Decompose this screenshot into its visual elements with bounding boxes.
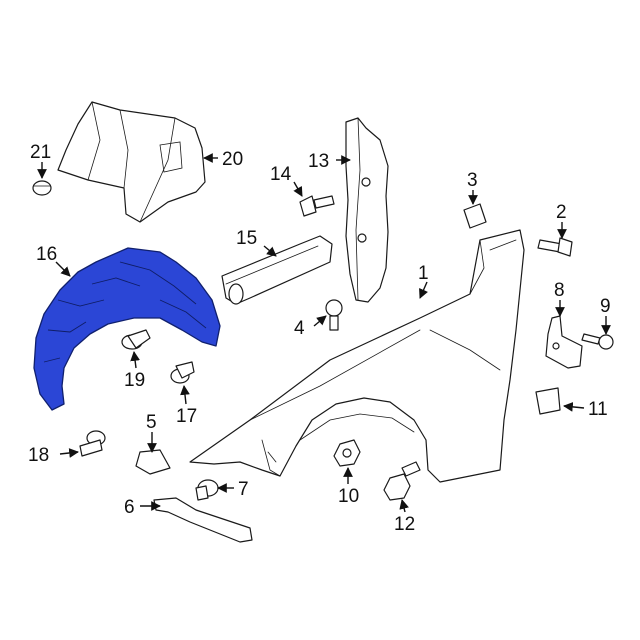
callout-20: 20 xyxy=(222,149,243,170)
part-9-screw xyxy=(581,333,614,350)
part-18-clip xyxy=(79,430,106,457)
callout-17: 17 xyxy=(176,406,197,427)
part-16-fender-liner-highlighted xyxy=(33,247,221,411)
callout-labels: 1 2 3 4 5 6 7 8 9 10 11 12 13 14 15 16 1… xyxy=(28,142,611,535)
callout-2: 2 xyxy=(556,202,567,223)
callout-1: 1 xyxy=(418,263,429,284)
part-6-bracket xyxy=(153,497,253,543)
part-12-bolt xyxy=(383,461,421,501)
leader-1 xyxy=(419,281,429,299)
part-19-clip xyxy=(121,329,151,350)
callout-7: 7 xyxy=(238,479,249,500)
callout-13: 13 xyxy=(308,151,329,172)
callout-3: 3 xyxy=(467,170,478,191)
callout-21: 21 xyxy=(30,142,51,163)
part-4-screw xyxy=(325,299,343,331)
callout-12: 12 xyxy=(394,514,415,535)
part-8-bracket xyxy=(545,315,583,369)
leader-14 xyxy=(293,181,303,197)
part-3-stop xyxy=(463,203,487,229)
leader-15 xyxy=(263,245,277,257)
leader-11 xyxy=(563,402,585,412)
part-14-bolt xyxy=(299,195,335,217)
callout-14: 14 xyxy=(270,164,292,185)
part-15-trim xyxy=(221,235,333,305)
leader-17 xyxy=(180,385,190,405)
leader-19 xyxy=(130,351,140,369)
callout-4: 4 xyxy=(294,318,305,339)
part-10-nut xyxy=(333,439,361,467)
part-2-bolt xyxy=(537,237,573,257)
callout-18: 18 xyxy=(28,445,49,466)
callout-11: 11 xyxy=(588,399,608,420)
callout-15: 15 xyxy=(236,228,257,249)
leader-12 xyxy=(399,499,409,513)
part-7-bolt xyxy=(195,479,219,501)
callout-6: 6 xyxy=(124,497,135,518)
part-17-clip xyxy=(170,361,195,384)
leader-4 xyxy=(313,315,327,327)
callout-19: 19 xyxy=(124,370,145,391)
leader-16 xyxy=(55,261,71,277)
leader-18 xyxy=(59,448,79,458)
callout-16: 16 xyxy=(36,244,57,265)
part-21-clip xyxy=(32,180,52,196)
part-20-bracket xyxy=(57,101,206,223)
callout-9: 9 xyxy=(600,296,611,317)
part-5-bracket xyxy=(135,449,171,475)
part-11-clip xyxy=(535,387,561,415)
leader-lines xyxy=(37,153,611,513)
callout-5: 5 xyxy=(146,412,157,433)
callout-8: 8 xyxy=(554,280,565,301)
callout-10: 10 xyxy=(338,486,359,507)
part-13-bracket xyxy=(345,117,389,303)
part-1-fender xyxy=(189,229,525,483)
